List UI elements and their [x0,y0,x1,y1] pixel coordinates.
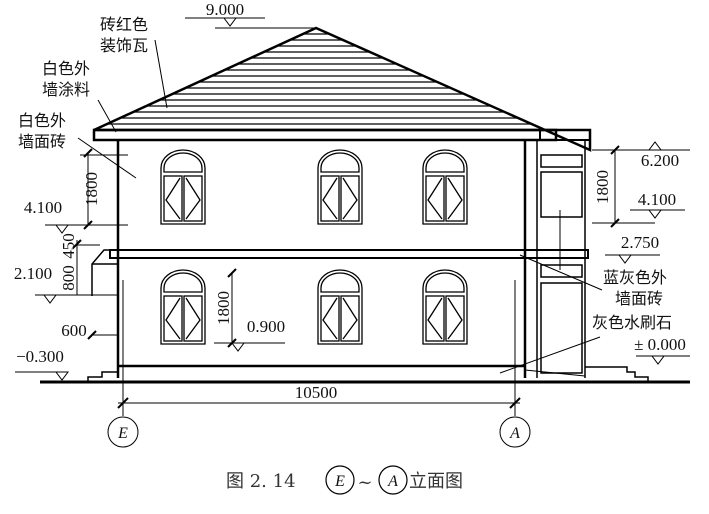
elevation-0000: ± 0.000 [634,335,686,354]
elevation-marker [231,342,245,352]
elevation-marker [55,371,69,381]
dim-800: 800 [59,265,78,291]
elevation-4100-left: 4.100 [24,198,62,217]
dim-1800-upper-left: 1800 [82,172,101,206]
elevation-minus-0300: −0.300 [16,347,64,366]
label-roof-tile-2: 装饰瓦 [100,36,148,55]
label-white-tile-2: 墙面砖 [18,132,66,151]
caption-suffix: 立面图 [409,471,463,492]
overall-width-dim: 10500 [295,383,338,402]
elevation-2100: 2.100 [14,264,52,283]
caption-to: A [387,473,398,490]
label-white-paint-2: 墙涂料 [42,80,90,99]
dim-1800-upper-right: 1800 [593,170,612,204]
axis-e-label: E [117,425,128,442]
elevation-4100-right: 4.100 [638,190,676,209]
label-grey-granite: 灰色水刷石 [592,313,672,332]
caption-axis-e-circle [325,465,355,495]
arched-window [160,149,206,225]
windows [160,149,468,345]
elevation-marker [651,355,665,365]
elevation-marker [648,209,662,219]
dimension-lines [15,17,690,373]
label-blue-grey-tile-1: 蓝灰色外 [603,268,667,287]
elevation-marker [43,294,57,304]
label-blue-grey-tile-2: 墙面砖 [615,289,663,308]
dim-1800-lower: 1800 [214,291,233,325]
building-body [40,140,690,384]
roof [93,26,592,152]
dim-450: 450 [59,233,78,259]
arched-window [422,269,468,345]
arched-window [422,149,468,225]
elevation-markers [43,17,665,381]
elevation-ridge: 9.000 [206,0,244,19]
elevation-marker [55,224,69,234]
arched-window [317,149,363,225]
elevation-0900: 0.900 [247,317,285,336]
label-roof-tile-1: 砖红色 [100,15,148,34]
annex-eave [539,129,591,141]
caption-prefix: 图 2. 14 [226,471,296,492]
leaders [77,39,603,374]
elevation-6200: 6.200 [641,151,679,170]
dim-600: 600 [61,321,87,340]
label-white-paint-1: 白色外 [42,59,90,78]
eave-fascia [92,128,558,142]
elevation-marker [618,254,632,264]
axis-a-label: A [509,425,520,442]
arched-window [160,269,206,345]
label-white-tile-1: 白色外 [18,111,66,130]
elevation-marker [223,17,237,27]
grid-lines [107,280,531,448]
arched-window [317,269,363,345]
caption-from: E [334,473,345,490]
elevation-2750: 2.750 [621,233,659,252]
caption-tilde: ~ [357,472,372,493]
caption-axis-a-circle [378,465,408,495]
floor-band [109,249,589,259]
elevation-marker [648,141,662,151]
